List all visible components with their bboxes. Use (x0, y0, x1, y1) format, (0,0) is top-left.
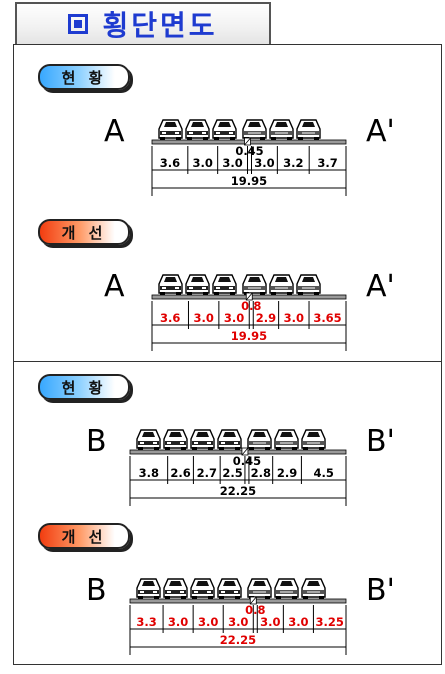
lane-width-label: 3.0 (254, 156, 274, 170)
lane-width-label: 3.6 (160, 311, 180, 325)
lane-width-label: 3.0 (222, 156, 242, 170)
car-rear-icon (269, 274, 294, 295)
section-label-start: A (104, 269, 125, 304)
page-title: 횡단면도 (102, 9, 218, 42)
car-front-icon (212, 119, 237, 140)
section-label-end: B' (366, 424, 395, 459)
section-label-end: A' (366, 114, 395, 149)
badge-improved: 개 선 (38, 219, 130, 245)
car-rear-icon (247, 578, 272, 599)
car-front-icon (136, 578, 161, 599)
cross-section-drawing: 3.8 2.6 2.7 2.5 2.8 2.9 4.5 0.45 22.25 (129, 429, 347, 506)
lane-width-label: 2.9 (277, 466, 297, 480)
car-front-icon (185, 274, 210, 295)
lane-width-label: 3.3 (136, 615, 156, 629)
lane-width-label: 4.5 (314, 466, 334, 480)
car-rear-icon (301, 429, 326, 450)
car-front-icon (136, 429, 161, 450)
lane-width-label: 2.9 (256, 311, 276, 325)
car-front-icon (185, 119, 210, 140)
lane-width-label: 3.0 (193, 156, 213, 170)
lane-width-label: 3.0 (198, 615, 218, 629)
lane-width-label: 3.0 (284, 311, 304, 325)
car-front-icon (212, 274, 237, 295)
lane-width-label: 3.0 (228, 615, 248, 629)
car-front-icon (217, 429, 242, 450)
car-front-icon (190, 429, 215, 450)
median-width-label: 0.8 (245, 603, 265, 617)
section-label-start: B (86, 424, 107, 459)
car-rear-icon (269, 119, 294, 140)
cross-section-drawing: 3.3 3.0 3.0 3.0 3.0 3.0 3.25 0.8 22.25 (129, 578, 347, 655)
median-width-label: 0.45 (233, 454, 261, 468)
car-front-icon (158, 119, 183, 140)
badge-current: 현 황 (38, 374, 130, 400)
total-width-label: 22.25 (220, 484, 256, 498)
total-width-label: 19.95 (231, 329, 267, 343)
lane-width-label: 2.7 (197, 466, 217, 480)
badge-improved: 개 선 (38, 523, 130, 549)
lane-width-label: 2.8 (251, 466, 271, 480)
car-front-icon (163, 429, 188, 450)
lane-width-label: 3.8 (139, 466, 159, 480)
median-strip (241, 447, 249, 456)
car-front-icon (158, 274, 183, 295)
median-strip (245, 292, 253, 301)
lane-width-label: 2.6 (170, 466, 190, 480)
car-front-icon (190, 578, 215, 599)
lane-width-label: 3.2 (283, 156, 303, 170)
car-front-icon (217, 578, 242, 599)
car-rear-icon (247, 429, 272, 450)
lane-width-label: 3.6 (160, 156, 180, 170)
car-rear-icon (274, 578, 299, 599)
car-front-icon (163, 578, 188, 599)
cross-section-drawing: 3.6 3.0 3.0 3.0 3.2 3.7 0.45 19.95 (151, 119, 347, 196)
section-label-end: A' (366, 269, 395, 304)
car-rear-icon (296, 119, 321, 140)
square-bullet-icon (68, 14, 89, 34)
median-strip (249, 596, 257, 605)
badge-current: 현 황 (38, 64, 130, 90)
lane-width-label: 3.25 (316, 615, 344, 629)
lane-width-label: 3.0 (168, 615, 188, 629)
median-strip (244, 137, 251, 146)
car-rear-icon (274, 429, 299, 450)
title-box: 횡단면도 (15, 2, 271, 44)
total-width-label: 19.95 (231, 174, 267, 188)
diagram-frame (13, 44, 442, 665)
car-rear-icon (296, 274, 321, 295)
car-rear-icon (242, 274, 267, 295)
lane-width-label: 2.5 (222, 466, 242, 480)
lane-width-label: 3.0 (224, 311, 244, 325)
lane-width-label: 3.0 (193, 311, 213, 325)
car-rear-icon (301, 578, 326, 599)
road-surface (129, 449, 347, 455)
section-label-start: A (104, 114, 125, 149)
car-rear-icon (242, 119, 267, 140)
cross-section-drawing: 3.6 3.0 3.0 2.9 3.0 3.65 0.8 19.95 (151, 274, 347, 351)
median-width-label: 0.8 (241, 299, 261, 313)
section-label-start: B (86, 573, 107, 608)
lane-width-label: 3.0 (288, 615, 308, 629)
road-surface (129, 598, 347, 604)
lane-width-label: 3.65 (313, 311, 341, 325)
median-width-label: 0.45 (235, 144, 263, 158)
lane-width-label: 3.0 (260, 615, 280, 629)
total-width-label: 22.25 (220, 633, 256, 647)
section-label-end: B' (366, 573, 395, 608)
section-divider (13, 361, 442, 362)
lane-width-label: 3.7 (317, 156, 337, 170)
